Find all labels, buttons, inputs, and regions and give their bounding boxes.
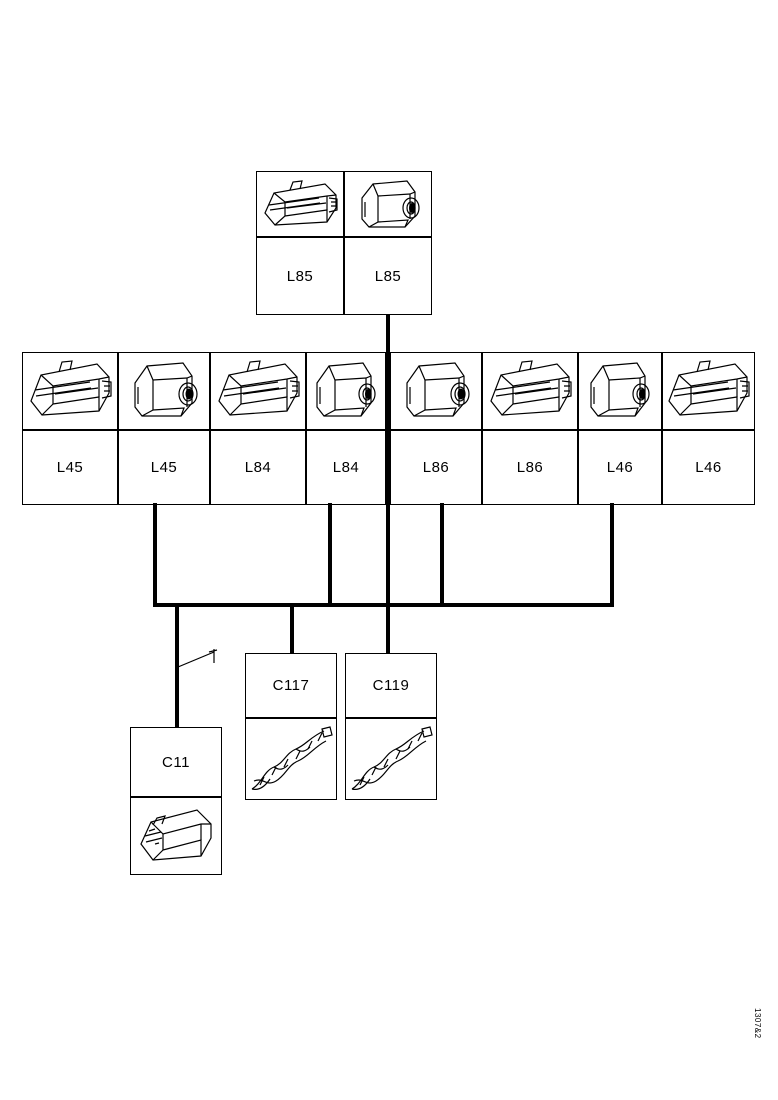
- connector-cell-l46-a[interactable]: L46: [578, 430, 662, 505]
- connector-cell-top-2[interactable]: L85: [344, 237, 432, 315]
- drop-line-c117: [290, 603, 294, 653]
- connector-cell-l86-a[interactable]: L86: [390, 430, 482, 505]
- connector-cell-l84-a[interactable]: L84: [210, 430, 306, 505]
- connector-image-top-2: [344, 171, 432, 237]
- connector-label: L85: [374, 267, 402, 285]
- connector-cell-l45-a[interactable]: L45: [22, 430, 118, 505]
- connector-image-l86-a: [390, 352, 482, 430]
- connector-label: L85: [286, 267, 314, 285]
- connector-label: L86: [422, 459, 450, 476]
- connector-cell-c11-label[interactable]: C11: [130, 727, 222, 797]
- connector-cell-top-1[interactable]: L85: [256, 237, 344, 315]
- connector-image-l45-b: [118, 352, 210, 430]
- connector-image-c11: [130, 797, 222, 875]
- connector-image-l86-b: [482, 352, 578, 430]
- connector-cell-l46-b[interactable]: L46: [662, 430, 755, 505]
- connector-image-c117: [245, 718, 337, 800]
- drop-line-c119: [386, 603, 390, 653]
- connector-label: L84: [244, 459, 272, 476]
- main-bus-line: [153, 603, 614, 607]
- connector-label: C119: [372, 677, 410, 694]
- branch-marker-icon: [177, 649, 218, 668]
- drop-line-l45: [153, 503, 157, 607]
- drop-line-l46: [610, 503, 614, 607]
- connector-label: C117: [272, 677, 310, 694]
- connector-image-l84-a: [210, 352, 306, 430]
- connector-label: L45: [56, 459, 84, 476]
- connector-image-c119: [345, 718, 437, 800]
- connector-cell-l45-b[interactable]: L45: [118, 430, 210, 505]
- connector-cell-c119-label[interactable]: C119: [345, 653, 437, 718]
- connector-label: C11: [162, 753, 190, 771]
- drop-line-c11: [175, 603, 179, 733]
- connector-label: L46: [606, 459, 634, 476]
- group-separator-line: [386, 348, 390, 508]
- connector-cell-l84-b[interactable]: L84: [306, 430, 386, 505]
- drop-line-l84: [328, 503, 332, 607]
- drop-line-l86: [440, 503, 444, 607]
- connector-cell-l86-b[interactable]: L86: [482, 430, 578, 505]
- connector-image-l46-b: [662, 352, 755, 430]
- drawing-reference-code: 1307&2: [753, 1008, 762, 1039]
- connector-image-l46-a: [578, 352, 662, 430]
- connector-label: L84: [332, 459, 360, 476]
- connector-label: L45: [150, 459, 178, 476]
- connector-image-l45-a: [22, 352, 118, 430]
- connector-cell-c117-label[interactable]: C117: [245, 653, 337, 718]
- connector-image-l84-b: [306, 352, 386, 430]
- connector-label: L46: [695, 459, 722, 476]
- connector-label: L86: [516, 459, 544, 476]
- connector-image-top-1: [256, 171, 344, 237]
